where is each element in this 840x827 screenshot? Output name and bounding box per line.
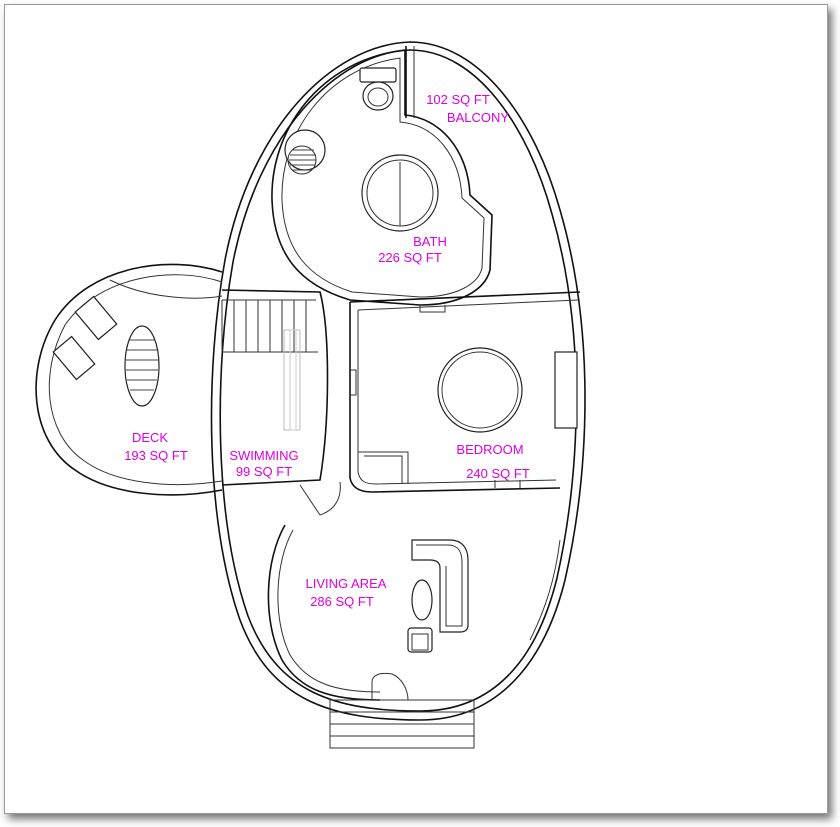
entry-door [371, 672, 409, 701]
coffee-table [411, 579, 433, 621]
stair-boundary [221, 289, 329, 486]
bath-wall-inner [281, 57, 485, 298]
toilet-seat [367, 87, 389, 107]
jacuzzi-hatch [289, 149, 316, 171]
armchair-inner [411, 633, 429, 651]
bedroom-top-wall-2 [357, 299, 579, 311]
balcony-area-label: 102 SQ FT [426, 92, 490, 107]
living-wall-inner [277, 529, 381, 693]
bedroom-window [554, 351, 578, 429]
deck-wall [35, 263, 223, 496]
deck-rail [109, 279, 223, 299]
bedroom-door-jamb [350, 305, 521, 488]
deck-wall-inner [48, 274, 223, 486]
deck-lounger-1 [74, 295, 118, 341]
entry-steps [329, 699, 475, 749]
bedroom-closet [358, 451, 409, 484]
living-area-label: 286 SQ FT [310, 594, 374, 609]
bedroom-name-label: BEDROOM [456, 442, 523, 457]
living-right-wall [529, 539, 561, 641]
stair-landing [283, 329, 301, 431]
deck-lounger-2 [52, 335, 96, 381]
toilet-tank [359, 67, 397, 83]
swimming-door [299, 481, 341, 516]
bedroom-area-label: 240 SQ FT [466, 466, 530, 481]
deck-table-hatch [126, 339, 158, 391]
deck-area-label: 193 SQ FT [124, 448, 188, 463]
stair-treads [221, 299, 318, 353]
swimming-name-label: SWIMMING [229, 448, 298, 463]
bedroom-closet-2 [364, 455, 403, 484]
living-name-label: LIVING AREA [306, 576, 387, 591]
round-bed-inner [441, 351, 519, 429]
balcony-name-label: BALCONY [447, 110, 509, 125]
swimming-area-label: 99 SQ FT [236, 464, 292, 479]
bedroom-wall [349, 302, 561, 493]
deck-name-label: DECK [132, 430, 168, 445]
living-sofa-inner [416, 544, 463, 627]
bath-wall [271, 49, 493, 306]
round-bed [437, 347, 523, 433]
drawing-frame [4, 4, 828, 814]
bedroom-top-wall [349, 291, 581, 303]
bath-name-label: BATH [413, 234, 447, 249]
outer-wall-inner [219, 49, 578, 712]
deck-oval-table [124, 325, 160, 407]
living-wall [267, 524, 381, 701]
bath-area-label: 226 SQ FT [378, 250, 442, 265]
living-sofa [411, 539, 469, 633]
stair-landing-2 [289, 329, 297, 431]
bedroom-wall-inner [357, 310, 557, 485]
outer-wall [210, 41, 586, 721]
